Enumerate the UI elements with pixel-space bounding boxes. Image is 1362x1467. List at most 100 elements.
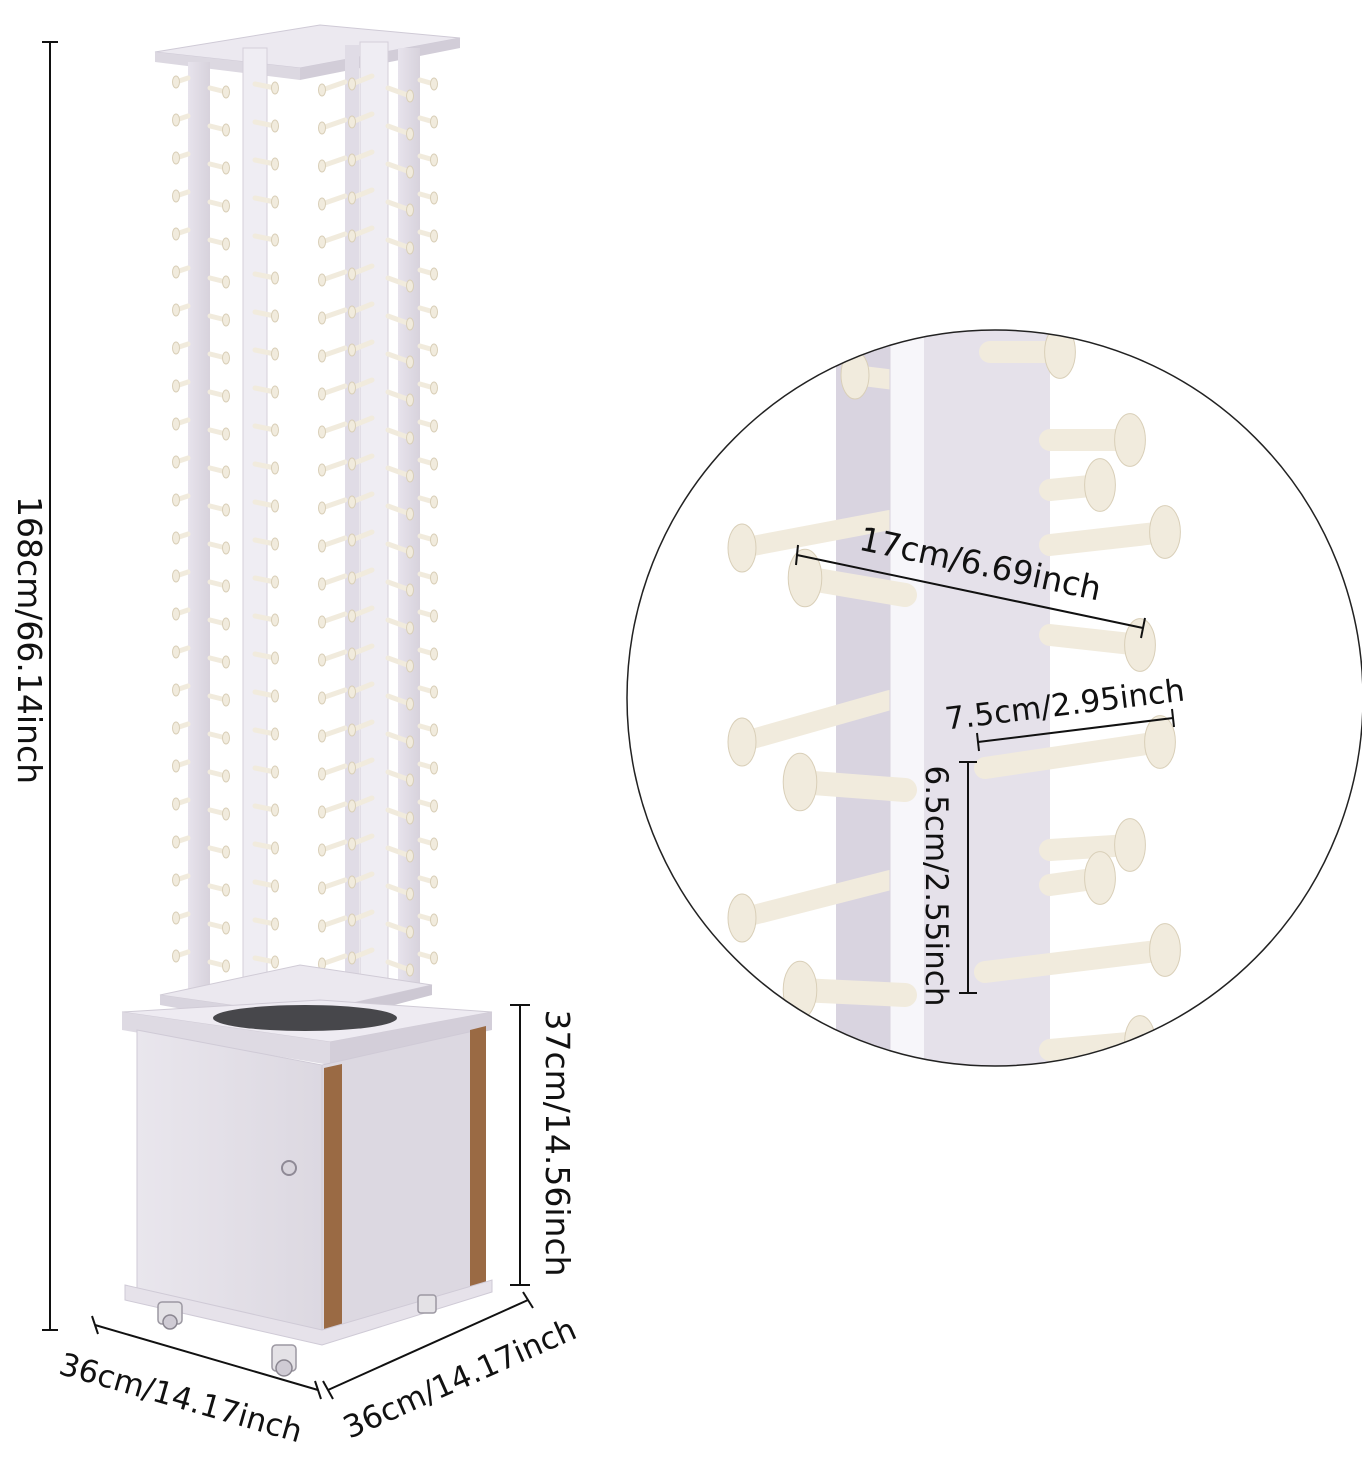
tower-peg-tip xyxy=(271,879,279,893)
tower-peg-tip xyxy=(172,493,180,507)
tower-peg-tip xyxy=(348,761,356,775)
tower-peg-tip xyxy=(430,305,438,319)
tower-peg-tip xyxy=(348,343,356,357)
tower-peg-tip xyxy=(348,191,356,205)
tower-peg-tip xyxy=(222,883,230,897)
tower-peg-tip xyxy=(271,955,279,969)
tower-peg-tip xyxy=(222,959,230,973)
zoom-peg-right xyxy=(974,939,1176,983)
tower-peg-tip xyxy=(271,195,279,209)
tower-peg-tip xyxy=(430,761,438,775)
zoom-peg-left-tip xyxy=(782,752,818,812)
tower-peg-tip xyxy=(271,309,279,323)
tower-peg-tip xyxy=(318,501,326,515)
tower-peg-tip xyxy=(172,569,180,583)
tower-peg-tip xyxy=(406,317,414,331)
tower-peg-tip xyxy=(222,503,230,517)
zoom-peg-right xyxy=(1039,1031,1151,1061)
tower-peg-tip xyxy=(406,735,414,749)
tower-peg-tip xyxy=(406,279,414,293)
tower-peg-tip xyxy=(172,151,180,165)
tower-peg-tip xyxy=(430,571,438,585)
tower-peg-tip xyxy=(430,153,438,167)
tower-peg-tip xyxy=(172,683,180,697)
tower-peg-tip xyxy=(271,765,279,779)
zoom-pegs-front xyxy=(782,330,1181,1066)
zoom-peg-right-tip xyxy=(1149,923,1181,977)
tower-post-front-left xyxy=(242,47,268,1007)
tower-peg-tip xyxy=(430,77,438,91)
tower-peg-tip xyxy=(406,963,414,977)
tower-peg-tip xyxy=(406,89,414,103)
tower-peg-tip xyxy=(222,769,230,783)
zoom-peg-left xyxy=(788,770,917,802)
tower-peg-tip xyxy=(222,693,230,707)
zoom-peg-right-tip xyxy=(1124,618,1156,672)
tower-peg-tip xyxy=(222,541,230,555)
tower-peg-tip xyxy=(271,689,279,703)
tower-peg-tip xyxy=(222,389,230,403)
peg-spacing-label: 6.5cm/2.55inch xyxy=(918,766,954,1007)
tower-peg-tip xyxy=(318,729,326,743)
tower-peg-tip xyxy=(172,721,180,735)
tower-peg-tip xyxy=(348,77,356,91)
tower-pegs xyxy=(172,73,438,977)
tower-peg-tip xyxy=(406,431,414,445)
zoom-peg-right xyxy=(1039,521,1176,556)
tower-peg-tip xyxy=(271,347,279,361)
tower-peg-tip xyxy=(271,233,279,247)
tower-peg-tip xyxy=(172,759,180,773)
tower-peg-tip xyxy=(348,267,356,281)
tower-peg-tip xyxy=(172,75,180,89)
zoom-peg-back xyxy=(732,690,900,752)
tower-peg-tip xyxy=(348,457,356,471)
tower-peg-tip xyxy=(172,189,180,203)
tower-peg-tip xyxy=(348,875,356,889)
cabinet-side xyxy=(321,1029,479,1333)
tower-peg-tip xyxy=(271,461,279,475)
tower-peg-tip xyxy=(348,913,356,927)
tower-peg-tip xyxy=(348,419,356,433)
tower-peg-tip xyxy=(172,873,180,887)
tower-peg-tip xyxy=(348,533,356,547)
tower-peg-tip xyxy=(172,531,180,545)
tower-peg-tip xyxy=(430,191,438,205)
tower-peg-tip xyxy=(172,303,180,317)
tower-peg-tip xyxy=(318,653,326,667)
zoom-peg-right-tip xyxy=(1144,715,1176,769)
tower-peg-tip xyxy=(271,803,279,817)
tower-peg-tip xyxy=(271,385,279,399)
tower-peg-tip xyxy=(172,113,180,127)
tower-peg-tip xyxy=(271,841,279,855)
tower-peg-tip xyxy=(318,463,326,477)
tower-peg-tip xyxy=(222,123,230,137)
tower-peg-tip xyxy=(172,265,180,279)
tower-peg-tip xyxy=(172,645,180,659)
tower-peg-tip xyxy=(271,575,279,589)
tower-peg-tip xyxy=(172,379,180,393)
base-width-left-label: 36cm/14.17inch xyxy=(55,1347,306,1451)
tower-peg-tip xyxy=(318,539,326,553)
tower-peg-tip xyxy=(222,427,230,441)
zoom-peg-back xyxy=(732,510,900,558)
tower-peg-tip xyxy=(348,647,356,661)
tower-peg-tip xyxy=(318,349,326,363)
display-tower xyxy=(154,24,461,1036)
tower-peg-tip xyxy=(271,917,279,931)
tower-peg-tip xyxy=(318,843,326,857)
tower-peg-tip xyxy=(222,845,230,859)
base-width-right-line xyxy=(327,1299,529,1391)
zoom-front-post xyxy=(889,330,927,1066)
tower-peg-tip xyxy=(406,773,414,787)
tower-peg-tip xyxy=(318,311,326,325)
tower-peg-tip xyxy=(271,81,279,95)
tower-peg-tip xyxy=(348,837,356,851)
zoom-peg-right xyxy=(974,731,1171,779)
wood-strip-side xyxy=(470,1026,486,1287)
tower-peg-tip xyxy=(430,913,438,927)
tower-peg-tip xyxy=(318,121,326,135)
tower-peg-tip xyxy=(271,651,279,665)
tower-peg-tip xyxy=(406,697,414,711)
zoom-peg-back xyxy=(732,870,900,928)
tower-peg-tip xyxy=(222,579,230,593)
